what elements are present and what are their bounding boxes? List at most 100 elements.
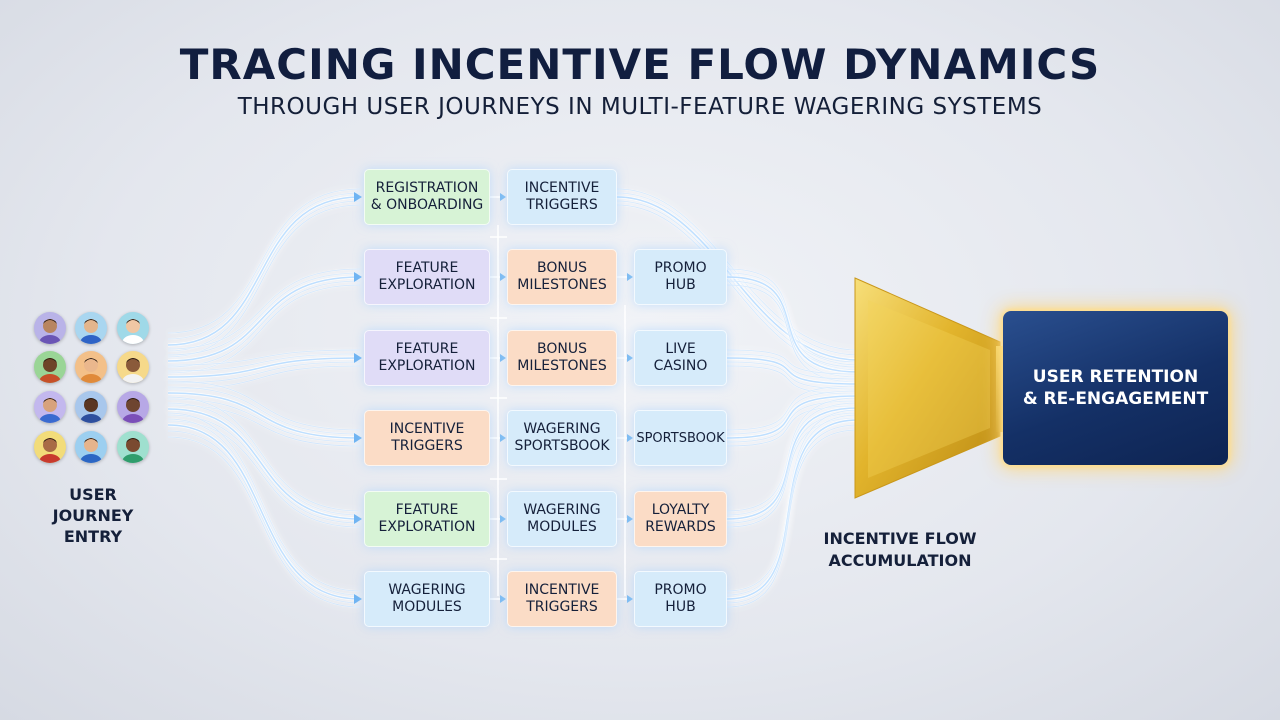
exit-flow-line xyxy=(726,276,859,373)
user-journey-entry-label: USER JOURNEY ENTRY xyxy=(52,485,134,546)
stage-node: SPORTSBOOK xyxy=(634,410,727,466)
entry-flow-line xyxy=(167,272,361,356)
exit-flow-line xyxy=(726,357,859,385)
entry-flow-line xyxy=(167,365,361,390)
user-retention-label: USER RETENTION & RE-ENGAGEMENT xyxy=(1022,367,1209,409)
entry-flow-line xyxy=(167,380,361,431)
entry-flow-line xyxy=(167,430,361,604)
exit-flow-line xyxy=(726,390,859,435)
exit-flow-line xyxy=(616,192,859,356)
funnel-icon xyxy=(854,277,1006,499)
user-avatar-icon xyxy=(117,351,149,383)
user-avatar-icon xyxy=(75,391,107,423)
entry-flow-line xyxy=(167,365,361,390)
stage-node: PROMO HUB xyxy=(634,571,727,627)
entry-flow-line xyxy=(167,412,361,592)
entry-flow-line xyxy=(167,200,361,352)
exit-flow-line xyxy=(726,390,859,435)
entry-flow-line xyxy=(167,430,361,604)
flow-lines xyxy=(167,188,859,608)
exit-flow-line xyxy=(616,200,859,366)
user-avatar-icon xyxy=(75,312,107,344)
stage-node: FEATURE EXPLORATION xyxy=(364,330,490,386)
exit-flow-line xyxy=(616,192,859,356)
exit-flow-line xyxy=(726,349,859,375)
entry-flow-line xyxy=(167,392,361,439)
flow-arrow-icon xyxy=(354,514,362,524)
exit-flow-line xyxy=(726,395,859,439)
entry-flow-line xyxy=(167,418,361,596)
entry-flow-line xyxy=(167,412,361,592)
flow-arrow-icon xyxy=(354,192,362,202)
entry-flow-line xyxy=(167,402,361,516)
entry-flow-line xyxy=(167,420,361,528)
connector-arrow-icon xyxy=(500,273,506,281)
entry-flow-line xyxy=(167,408,361,520)
entry-flow-line xyxy=(167,418,361,596)
exit-flow-line xyxy=(726,353,859,380)
stage-node: BONUS MILESTONES xyxy=(507,330,617,386)
entry-flow-line xyxy=(167,420,361,528)
stage-node: FEATURE EXPLORATION xyxy=(364,491,490,547)
exit-flow-line xyxy=(726,349,859,375)
entry-flow-line xyxy=(167,188,361,334)
exit-flow-line xyxy=(726,406,859,521)
exit-flow-line xyxy=(726,429,859,608)
user-avatar-icon xyxy=(117,431,149,463)
stage-node: WAGERING MODULES xyxy=(507,491,617,547)
stage-node: INCENTIVE TRIGGERS xyxy=(364,410,490,466)
flow-arrow-icon xyxy=(354,353,362,363)
entry-flow-line xyxy=(167,396,361,512)
entry-flow-line xyxy=(167,386,361,435)
entry-flow-line xyxy=(167,404,361,447)
connector-arrow-icon xyxy=(627,434,633,442)
entry-flow-line xyxy=(167,404,361,447)
stage-node: FEATURE EXPLORATION xyxy=(364,249,490,305)
entry-flow-line xyxy=(167,357,361,378)
entry-flow-line xyxy=(167,386,361,435)
connector-arrow-icon xyxy=(500,354,506,362)
entry-flow-line xyxy=(167,361,361,384)
incentive-flow-accumulation-label: INCENTIVE FLOW ACCUMULATION xyxy=(823,529,977,570)
exit-flow-line xyxy=(726,397,859,512)
user-retention-box: USER RETENTION & RE-ENGAGEMENT xyxy=(1003,311,1228,465)
stage-node: LOYALTY REWARDS xyxy=(634,491,727,547)
entry-flow-line xyxy=(167,396,361,512)
entry-flow-line xyxy=(167,398,361,443)
exit-flow-line xyxy=(726,268,859,363)
exit-flow-line xyxy=(616,200,859,366)
connector-arrow-icon xyxy=(627,273,633,281)
stage-node: LIVE CASINO xyxy=(634,330,727,386)
stage-node: WAGERING SPORTSBOOK xyxy=(507,410,617,466)
user-avatar-icon xyxy=(75,351,107,383)
user-avatar-icon xyxy=(117,391,149,423)
entry-flow-line xyxy=(167,353,361,372)
exit-flow-line xyxy=(726,385,859,431)
exit-flow-line xyxy=(726,385,859,431)
stage-node: INCENTIVE TRIGGERS xyxy=(507,169,617,225)
stage-node: REGISTRATION & ONBOARDING xyxy=(364,169,490,225)
entry-flow-line xyxy=(167,414,361,524)
exit-flow-line xyxy=(726,353,859,380)
connector-arrow-icon xyxy=(627,515,633,523)
connector-arrow-icon xyxy=(627,595,633,603)
entry-flow-line xyxy=(167,200,361,352)
user-avatar-icon xyxy=(34,351,66,383)
exit-flow-line xyxy=(726,417,859,528)
entry-flow-line xyxy=(167,398,361,443)
connector-arrow-icon xyxy=(500,193,506,201)
entry-flow-line xyxy=(167,280,361,368)
entry-flow-line xyxy=(167,268,361,350)
entry-flow-line xyxy=(167,196,361,346)
connector-arrow-icon xyxy=(500,595,506,603)
entry-flow-line xyxy=(167,204,361,358)
user-avatar-icon xyxy=(117,312,149,344)
exit-flow-line xyxy=(726,429,859,608)
entry-flow-line xyxy=(167,414,361,524)
user-avatar-icon xyxy=(34,431,66,463)
user-avatar-icon xyxy=(34,312,66,344)
exit-flow-line xyxy=(616,204,859,371)
entry-flow-line xyxy=(167,424,361,600)
entry-flow-line xyxy=(167,188,361,334)
